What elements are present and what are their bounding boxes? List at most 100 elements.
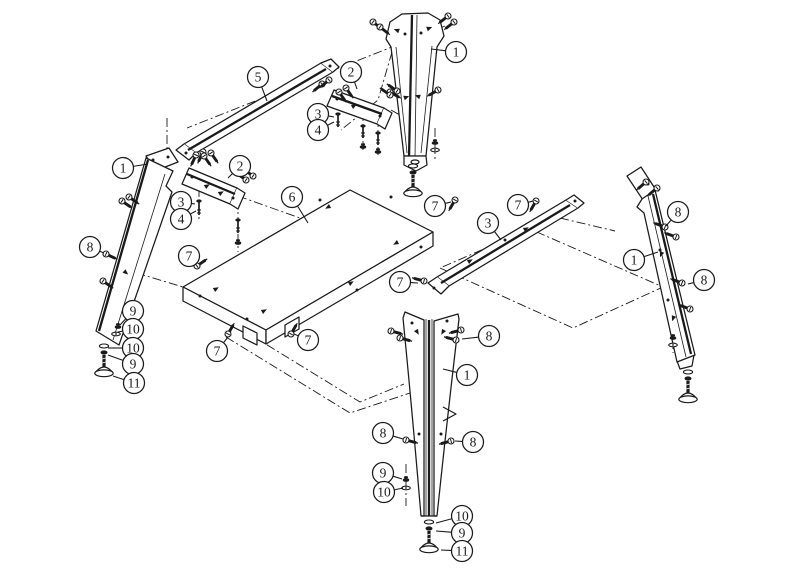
screw-slot [371, 20, 375, 24]
callout-number: 7 [432, 199, 439, 214]
screw-hole [151, 158, 155, 162]
callout-leader [327, 121, 335, 126]
bolt-head [196, 199, 202, 203]
callout-leader [293, 333, 299, 337]
screw-glyph [102, 250, 118, 260]
callout-balloon [280, 185, 304, 209]
screw-hole [573, 199, 577, 203]
screw-hole [666, 298, 670, 302]
screw-tip [319, 85, 323, 89]
callout-leader [393, 435, 404, 440]
callout-9: 9 [107, 352, 145, 376]
callout-number: 11 [456, 544, 469, 559]
screw-slot [452, 198, 458, 202]
part-bracket-top [326, 89, 393, 130]
hole-arrow-mark [260, 309, 267, 314]
screw-tip [387, 32, 391, 36]
callout-2: 2 [339, 60, 363, 90]
callout-10: 10 [435, 504, 474, 528]
hole-arrow-mark [414, 328, 419, 335]
callout-balloon [111, 156, 135, 180]
screw-glyph [376, 23, 391, 36]
nut-body [431, 141, 439, 145]
hole-arrow-mark [522, 227, 529, 232]
hole-arrow-mark [217, 191, 224, 196]
callout-number: 9 [130, 357, 137, 372]
screw-hole [503, 238, 507, 242]
callout-balloon [177, 244, 201, 268]
screw-slot [446, 14, 450, 18]
screw-slot [459, 327, 463, 333]
screw-hole [328, 64, 332, 68]
callout-leader [461, 336, 479, 340]
callout-balloon [423, 194, 447, 218]
screw-glyph [437, 12, 452, 25]
hole-arrow-mark [426, 26, 433, 32]
screws-layer [99, 12, 694, 445]
callout-7: 7 [423, 194, 452, 218]
screw-slot [208, 151, 214, 155]
screw-tip [647, 193, 651, 197]
screw-glyph [678, 304, 694, 313]
hole-arrow-mark [203, 184, 210, 189]
callout-2: 2 [227, 154, 252, 179]
callout-number: 1 [464, 368, 471, 383]
callout-leader [297, 206, 309, 224]
callout-11: 11 [440, 539, 474, 563]
foot-washer [98, 343, 110, 349]
carriage-bolt-glyph [196, 199, 202, 215]
screw-tip [232, 322, 235, 327]
part-leg-center [402, 311, 460, 517]
screw-hole [403, 32, 407, 36]
washers-layer [111, 147, 678, 491]
callout-number: 8 [470, 435, 477, 450]
screw-glyph [664, 232, 680, 241]
callout-leader [190, 210, 197, 215]
screw-glyph [287, 322, 298, 338]
screw-slot [378, 25, 382, 29]
screw-tip [670, 278, 674, 281]
foot-bolt-thread [427, 533, 431, 536]
washer-hole [672, 344, 674, 346]
hole-arrow-mark [403, 95, 410, 101]
callout-number: 3 [315, 107, 322, 122]
part-leg-right-outline [651, 193, 693, 355]
screw-glyph [402, 436, 419, 444]
callout-balloon [122, 371, 146, 395]
part-bracket-left-outline [186, 172, 236, 196]
screw-tip [409, 339, 413, 342]
callout-number: 8 [380, 426, 387, 441]
construction-line [439, 228, 665, 329]
screw-tip [114, 257, 118, 260]
screw-glyph [387, 327, 404, 335]
callout-7: 7 [293, 328, 320, 352]
callout-balloon [388, 270, 412, 294]
callout-number: 8 [701, 273, 708, 288]
holes-layer [151, 31, 670, 436]
screw-glyph [438, 437, 455, 445]
screw-hole [389, 195, 393, 199]
callout-leader [99, 250, 105, 254]
callout-leader [528, 200, 534, 203]
callout-7: 7 [506, 193, 534, 217]
screw-hole [198, 294, 202, 298]
callout-number: 6 [289, 190, 296, 205]
screw-slot [101, 278, 105, 284]
nut-glyph [669, 334, 677, 340]
callout-3: 3 [476, 211, 502, 241]
screw-slot [663, 224, 667, 230]
callout-number: 10 [126, 322, 140, 337]
screw-slot [288, 332, 294, 336]
callout-leader [644, 251, 659, 258]
screw-hole [355, 288, 359, 292]
callout-balloon [461, 430, 485, 454]
screw-slot [244, 177, 248, 183]
construction-line [340, 51, 393, 131]
screw-tip [437, 21, 441, 25]
screw-slot [225, 332, 231, 336]
part-leg-left [95, 147, 179, 346]
hole-arrow-mark [393, 28, 400, 34]
foot-bolt-thread [427, 537, 431, 540]
callout-balloon [476, 211, 500, 235]
screw-slot [454, 337, 458, 343]
